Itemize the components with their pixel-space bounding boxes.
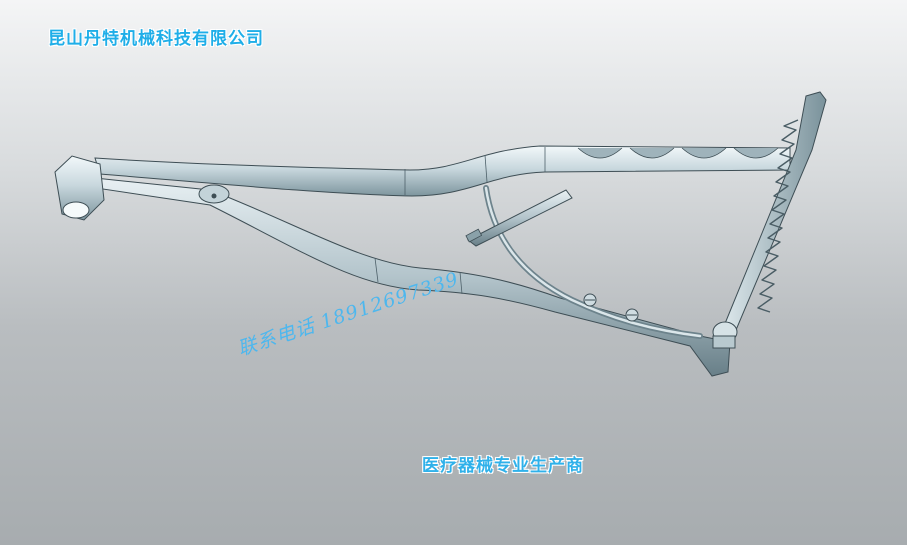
pawl-lever (465, 189, 573, 247)
pivot-hinge (198, 184, 230, 204)
slogan: 医疗器械专业生产商 (422, 456, 584, 476)
upper-handle (94, 145, 791, 197)
company-name: 昆山丹特机械科技有限公司 (48, 29, 264, 49)
lower-arm (94, 177, 731, 377)
spring-blade (483, 185, 703, 339)
ratchet-rack (723, 91, 827, 331)
rack-hinge-knob (712, 321, 738, 349)
screw-2 (625, 308, 639, 322)
screw-1 (583, 293, 597, 307)
jaw-tip (54, 155, 105, 221)
